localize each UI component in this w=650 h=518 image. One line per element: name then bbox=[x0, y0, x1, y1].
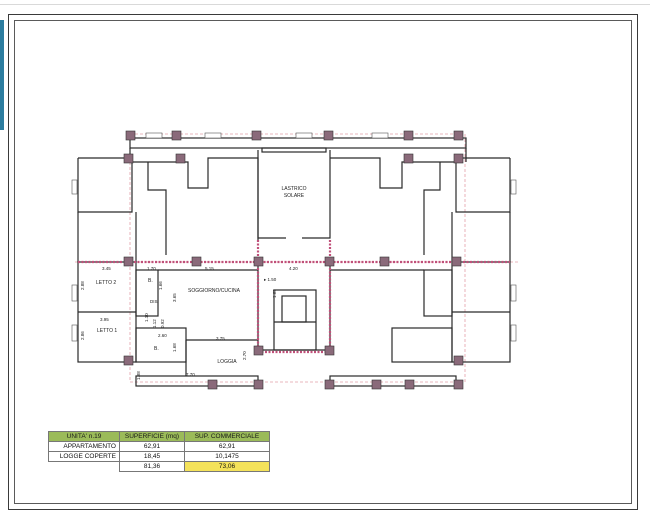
dim-166: 1.66 bbox=[158, 281, 163, 290]
dim-288: 2.88 bbox=[80, 281, 85, 290]
room-bagno-bottom: B. bbox=[154, 346, 159, 352]
dim-375: 3.75 bbox=[216, 336, 225, 341]
dim-260: 2.60 bbox=[158, 333, 167, 338]
dim-395: 3.95 bbox=[100, 317, 109, 322]
header-unit: UNITA' n.19 bbox=[48, 431, 120, 442]
dim-420: 4.20 bbox=[289, 266, 298, 271]
top-rule bbox=[0, 4, 650, 5]
row-superficie: 62,91 bbox=[119, 441, 185, 452]
total-blank bbox=[49, 462, 120, 472]
header-commerciale: SUP. COMMERCIALE bbox=[184, 431, 270, 442]
room-disimpegno: DIS. bbox=[150, 299, 159, 304]
left-edge-strip bbox=[0, 20, 4, 130]
dim-365: 3.65 bbox=[172, 293, 177, 302]
row-commerciale: 62,91 bbox=[184, 441, 270, 452]
dim-515: 5.15 bbox=[205, 266, 214, 271]
room-letto1: LETTO 1 bbox=[97, 328, 117, 334]
row-label: APPARTAMENTO bbox=[48, 441, 120, 452]
dim-345: 3.45 bbox=[102, 266, 111, 271]
room-letto2: LETTO 2 bbox=[96, 280, 116, 286]
dim-286: 2.86 bbox=[80, 331, 85, 340]
dim-770: 7.70 bbox=[186, 372, 195, 377]
dim-112: 1.12 bbox=[152, 319, 157, 328]
dimension-labels: 3.45 1.70 5.15 4.20 ▸ 1.50 3.95 3.75 2.6… bbox=[80, 266, 298, 380]
header-superficie: SUPERFICIE (mq) bbox=[119, 431, 185, 442]
unit-surface-table: UNITA' n.19 SUPERFICIE (mq) SUP. COMMERC… bbox=[48, 431, 270, 472]
dim-165: 1.65 bbox=[272, 289, 277, 298]
dim-110: 1.10 bbox=[144, 313, 149, 322]
row-superficie: 18,45 bbox=[119, 451, 185, 462]
table-row: LOGGE COPERTE 18,45 10,1475 bbox=[48, 451, 270, 462]
room-lastrico-line2: SOLARE bbox=[284, 193, 305, 199]
outer-frame bbox=[8, 14, 638, 510]
room-lastrico-line1: LASTRICO bbox=[281, 186, 306, 192]
windows bbox=[71, 132, 517, 342]
dim-188: 1.88 bbox=[136, 371, 141, 380]
table-row: APPARTAMENTO 62,91 62,91 bbox=[48, 441, 270, 452]
inner-frame bbox=[14, 20, 632, 504]
dim-092: 0.92 bbox=[160, 319, 165, 328]
dim-168: 1.68 bbox=[172, 343, 177, 352]
room-soggiorno: SOGGIORNO/CUCINA bbox=[188, 288, 241, 294]
row-label: LOGGE COPERTE bbox=[48, 451, 120, 462]
room-loggia: LOGGIA bbox=[217, 359, 237, 365]
columns bbox=[123, 130, 464, 390]
table-total-row: 81,36 73,06 bbox=[49, 461, 270, 472]
room-labels: LASTRICO SOLARE LETTO 2 LETTO 1 SOGGIORN… bbox=[96, 186, 307, 365]
dim-170: 1.70 bbox=[147, 266, 156, 271]
total-superficie: 81,36 bbox=[119, 461, 185, 472]
dim-arrow: ▸ 1.50 bbox=[264, 277, 277, 282]
dim-270: 2.70 bbox=[242, 351, 247, 360]
total-commerciale: 73,06 bbox=[184, 461, 270, 472]
table-header-row: UNITA' n.19 SUPERFICIE (mq) SUP. COMMERC… bbox=[48, 431, 270, 442]
row-commerciale: 10,1475 bbox=[184, 451, 270, 462]
room-bagno-top: B. bbox=[148, 278, 153, 284]
